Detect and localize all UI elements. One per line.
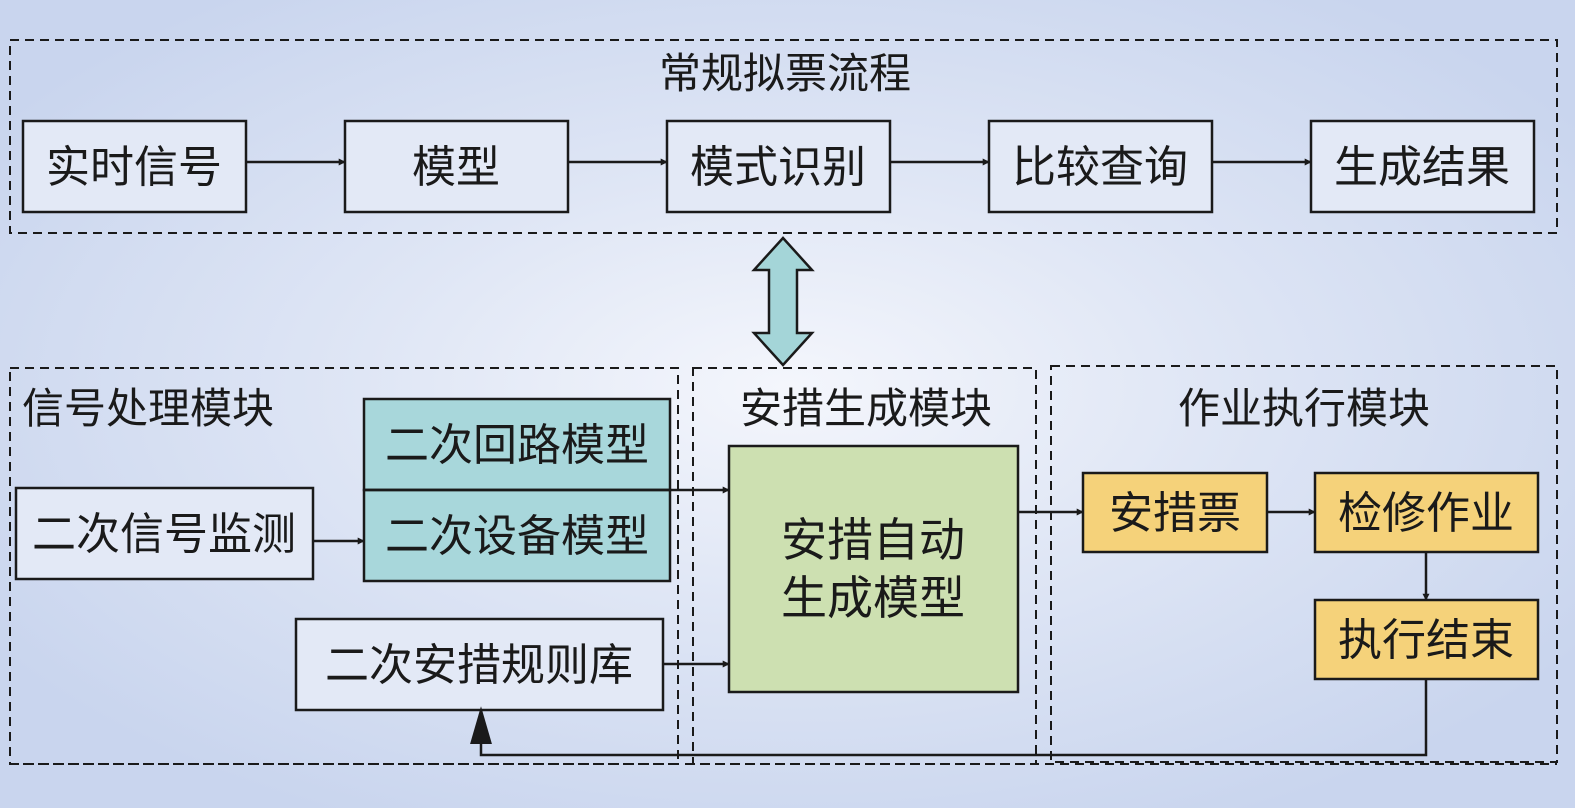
secondary-device-model-label: 二次设备模型 <box>385 511 649 562</box>
execution-finished-label: 执行结束 <box>1338 615 1514 666</box>
secondary-signal-monitor: 二次信号监测 <box>14 486 315 581</box>
secondary-signal-monitor-label: 二次信号监测 <box>32 509 296 560</box>
auto-generation-model-line1: 安措自动 <box>781 513 965 567</box>
auto-generation-model-line2: 生成模型 <box>781 571 965 625</box>
step-model-label: 模型 <box>412 142 500 193</box>
execution-finished: 执行结束 <box>1313 598 1540 681</box>
maintenance-work: 检修作业 <box>1313 471 1540 554</box>
conventional-flow-title: 常规拟票流程 <box>659 49 911 98</box>
conventional-flow-group <box>9 39 1558 234</box>
safety-ticket: 安措票 <box>1081 471 1269 554</box>
secondary-loop-model: 二次回路模型 <box>362 397 672 492</box>
step-compare-query: 比较查询 <box>987 119 1214 214</box>
double-arrow-icon <box>751 236 815 367</box>
gen-module-title: 安措生成模块 <box>740 384 992 433</box>
step-pattern-recognition: 模式识别 <box>665 119 892 214</box>
exec-module-group <box>1050 365 1558 763</box>
step-generate-result-label: 生成结果 <box>1334 142 1510 193</box>
secondary-loop-model-label: 二次回路模型 <box>385 420 649 471</box>
auto-generation-model: 安措自动 生成模型 <box>727 444 1020 694</box>
step-pattern-recognition-label: 模式识别 <box>690 142 866 193</box>
step-realtime-signal-label: 实时信号 <box>46 142 222 193</box>
signal-module-title: 信号处理模块 <box>22 384 274 433</box>
step-realtime-signal: 实时信号 <box>21 119 248 214</box>
secondary-rule-library: 二次安措规则库 <box>294 617 665 712</box>
secondary-device-model: 二次设备模型 <box>362 488 672 583</box>
arrow-finish-feedback-to-rule-lib <box>470 679 1428 757</box>
maintenance-work-label: 检修作业 <box>1338 488 1514 539</box>
exec-module-title: 作业执行模块 <box>1178 384 1430 433</box>
step-generate-result: 生成结果 <box>1309 119 1536 214</box>
secondary-rule-library-label: 二次安措规则库 <box>325 640 633 691</box>
step-compare-query-label: 比较查询 <box>1012 142 1188 193</box>
gen-module-group <box>692 367 1037 765</box>
step-model: 模型 <box>343 119 570 214</box>
safety-ticket-label: 安措票 <box>1109 488 1241 539</box>
